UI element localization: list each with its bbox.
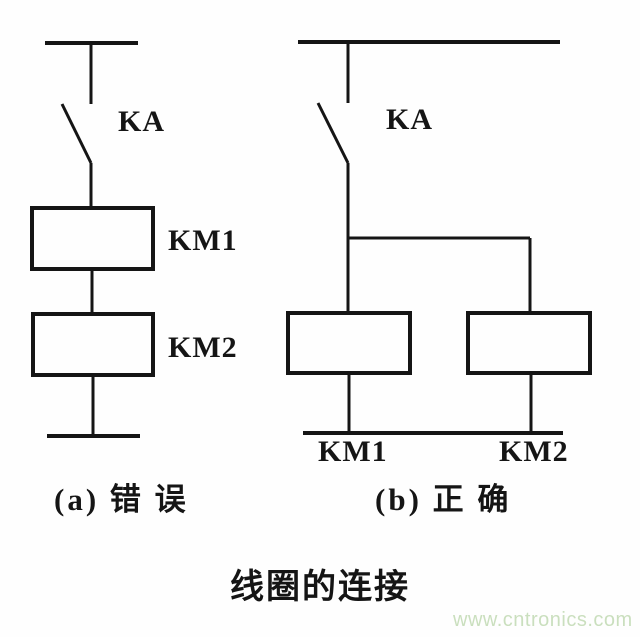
km2-coil-box-b (466, 311, 592, 375)
coil1-label-b: KM1 (318, 435, 388, 468)
coil1-label-a: KM1 (168, 224, 238, 257)
ka-contact-blade-icon-a (60, 103, 93, 164)
relay-label-b: KA (386, 103, 433, 136)
caption-b: (b) 正 确 (375, 482, 512, 517)
km1-coil-box-a (30, 206, 155, 271)
caption-a: (a) 错 误 (54, 482, 189, 517)
diagram-a (30, 41, 155, 438)
diagram-b (286, 40, 592, 435)
coil2-label-a: KM2 (168, 331, 238, 364)
km2-coil-box-a (31, 312, 155, 377)
figure-title: 线圈的连接 (230, 568, 410, 606)
watermark-text: www.cntronics.com (453, 609, 633, 631)
ka-contact-blade-icon-b (316, 102, 350, 164)
relay-label-a: KA (118, 105, 165, 138)
coil2-label-b: KM2 (499, 435, 569, 468)
km1-coil-box-b (286, 311, 412, 375)
